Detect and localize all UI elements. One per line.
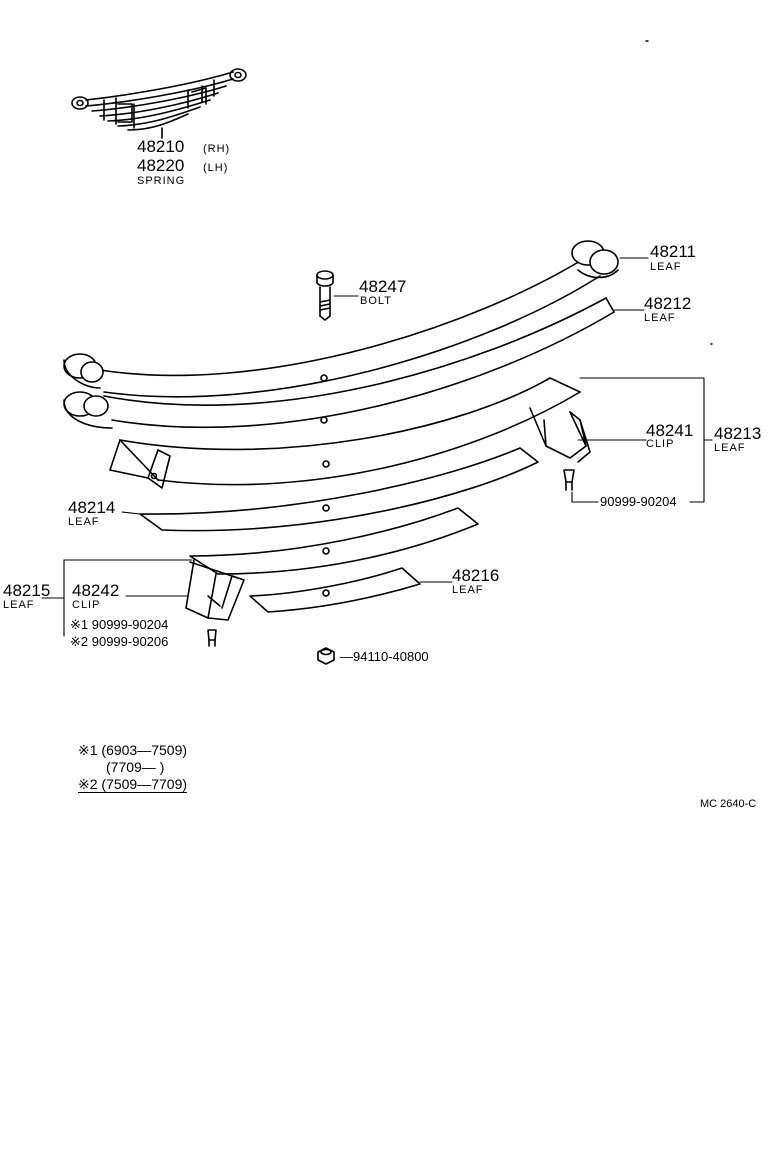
clip-48242 xyxy=(185,559,245,621)
rivet-90999-90204 xyxy=(563,469,575,491)
leaf-48211-part-number: 48211 xyxy=(650,242,697,261)
spring-lh-part-number: 48220 xyxy=(137,156,185,175)
applicability-note-3: ※2 (7509—7709) xyxy=(78,776,188,793)
leaf-48212-name: LEAF xyxy=(644,312,676,324)
spring-lh-side: (LH) xyxy=(203,162,229,174)
bolt-48247-name: BOLT xyxy=(360,295,392,307)
clip-48242-name: CLIP xyxy=(72,599,101,611)
clip-48241-part-number: 48241 xyxy=(646,421,694,440)
clip-48241-name: CLIP xyxy=(646,438,675,450)
nut-94110-40800-part-number: —94110-40800 xyxy=(340,649,429,664)
clip-left-upper xyxy=(109,439,171,489)
clip-48242-part-number: 48242 xyxy=(72,581,120,600)
spring-name: SPRING xyxy=(137,175,186,187)
spring-rh-part-number: 48210 xyxy=(137,137,185,156)
leaf-48211 xyxy=(63,240,619,398)
leaf-48215-part-number: 48215 xyxy=(3,581,51,600)
leaf-48213 xyxy=(119,377,581,486)
leaf-48214-name: LEAF xyxy=(68,516,100,528)
leaf-48215 xyxy=(189,507,479,575)
bolt-48247 xyxy=(316,270,334,321)
leaf-48213-part-number: 48213 xyxy=(714,424,762,443)
leaf-48215-name: LEAF xyxy=(3,599,35,611)
drawing-code: MC 2640-C xyxy=(700,798,757,810)
leader-lines xyxy=(41,127,713,637)
scan-specks xyxy=(645,40,713,345)
leaf-48216-part-number: 48216 xyxy=(452,566,500,585)
leaf-48214-part-number: 48214 xyxy=(68,498,116,517)
nut-94110-40800 xyxy=(317,647,335,665)
leaf-48213-name: LEAF xyxy=(714,442,746,454)
rivet-note-2-part-number: ※2 90999-90206 xyxy=(70,634,169,649)
clip-48241 xyxy=(529,407,591,463)
spring-assembly-thumbnail xyxy=(71,68,247,139)
leaf-48212 xyxy=(63,297,615,429)
leaf-48214 xyxy=(139,447,539,532)
applicability-note-2: (7709— ) xyxy=(106,759,165,775)
rivet-90999-90204-part-number: 90999-90204 xyxy=(600,494,677,509)
leaf-48216-name: LEAF xyxy=(452,584,484,596)
rivet-note-1-part-number: ※1 90999-90204 xyxy=(70,617,169,632)
applicability-note-1: ※1 (6903—7509) xyxy=(78,742,188,758)
rivet-48242 xyxy=(207,629,217,647)
leaf-48216 xyxy=(249,567,421,613)
bolt-48247-part-number: 48247 xyxy=(359,277,407,296)
spring-rh-side: (RH) xyxy=(203,143,231,155)
leaf-48211-name: LEAF xyxy=(650,261,682,273)
leaf-48212-part-number: 48212 xyxy=(644,294,692,313)
